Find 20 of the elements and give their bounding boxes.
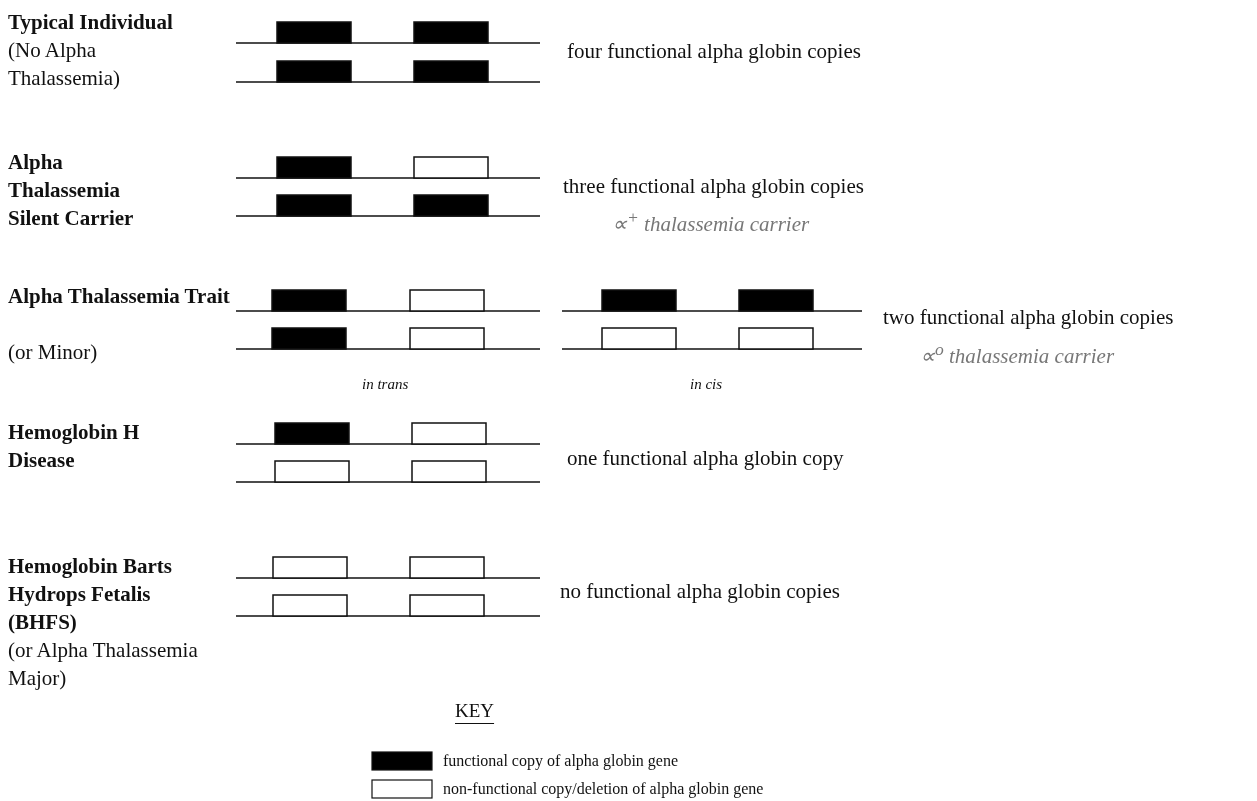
description: no functional alpha globin copies bbox=[560, 578, 840, 605]
arrangement-label: in trans bbox=[362, 375, 409, 394]
condition-note: (No Alpha Thalassemia) bbox=[8, 37, 121, 92]
description: two functional alpha globin copies bbox=[883, 304, 1174, 331]
arrangement-label: in cis bbox=[690, 375, 723, 394]
condition-name: Hemoglobin H Disease bbox=[8, 419, 141, 474]
legend-title: KEY bbox=[455, 699, 495, 723]
condition-note: (or Alpha Thalassemia Major) bbox=[8, 637, 198, 692]
condition-name: Hemoglobin Barts Hydrops Fetalis (BHFS) bbox=[8, 553, 173, 636]
description: four functional alpha globin copies bbox=[567, 38, 861, 65]
legend-text: functional copy of alpha globin gene bbox=[443, 751, 679, 771]
legend-text: non-functional copy/deletion of alpha globin gene bbox=[443, 779, 764, 799]
description: one functional alpha globin copy bbox=[567, 445, 844, 472]
condition-note: (or Minor) bbox=[8, 339, 98, 366]
carrier-type: ∝$^{o}$ thalassemia carrier bbox=[920, 338, 1115, 370]
condition-name: Alpha Thalassemia Trait bbox=[8, 283, 231, 310]
condition-name: Alpha Thalassemia Silent Carrier bbox=[8, 149, 135, 232]
carrier-type: ∝$^{+}$ thalassemia carrier bbox=[612, 206, 810, 238]
condition-name: Typical Individual bbox=[8, 9, 174, 36]
description: three functional alpha globin copies bbox=[563, 173, 864, 200]
